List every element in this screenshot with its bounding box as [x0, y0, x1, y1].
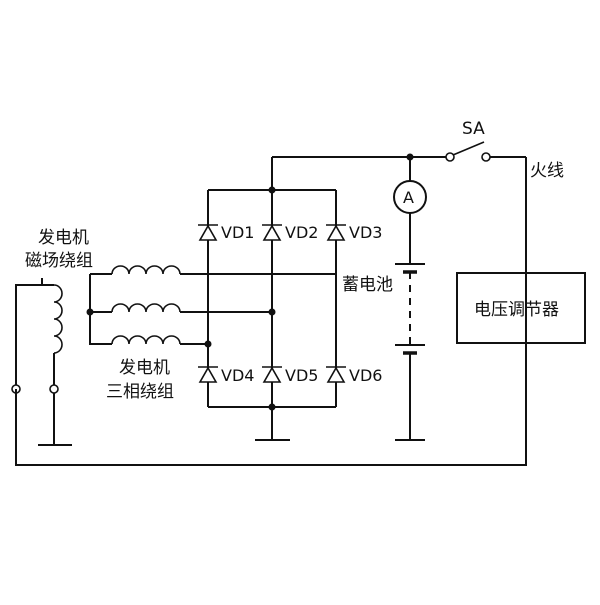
battery-branch	[395, 153, 425, 441]
diode-vd3	[326, 224, 346, 241]
field-winding-label-line2: 磁场绕组	[25, 251, 93, 271]
diode-vd4	[198, 366, 218, 383]
switch-label: SA	[462, 119, 485, 139]
battery-label: 蓄电池	[342, 275, 393, 295]
rectifier-bridge	[207, 157, 337, 441]
diode-vd5	[262, 366, 282, 383]
return-wire	[15, 157, 527, 466]
stator-winding-label-line1: 发电机	[119, 358, 170, 378]
live-wire-label: 火线	[530, 161, 564, 181]
diode-label-vd3: VD3	[349, 223, 382, 242]
diode-label-vd2: VD2	[285, 223, 318, 242]
voltage-regulator-label: 电压调节器	[474, 300, 559, 320]
diode-label-vd4: VD4	[221, 366, 254, 385]
diode-label-vd5: VD5	[285, 366, 318, 385]
field-winding	[11, 278, 72, 446]
diode-vd2	[262, 224, 282, 241]
diode-vd1	[198, 224, 218, 241]
ammeter-icon: A	[393, 180, 427, 214]
diode-vd6	[326, 366, 346, 383]
diode-label-vd6: VD6	[349, 366, 382, 385]
ammeter-label: A	[403, 188, 414, 207]
diode-label-vd1: VD1	[221, 223, 254, 242]
switch-sa	[445, 141, 526, 162]
stator-winding-label-line2: 三相绕组	[106, 382, 174, 402]
stator-winding	[86, 265, 336, 348]
field-winding-label-line1: 发电机	[38, 228, 89, 248]
voltage-regulator-box	[456, 272, 586, 344]
